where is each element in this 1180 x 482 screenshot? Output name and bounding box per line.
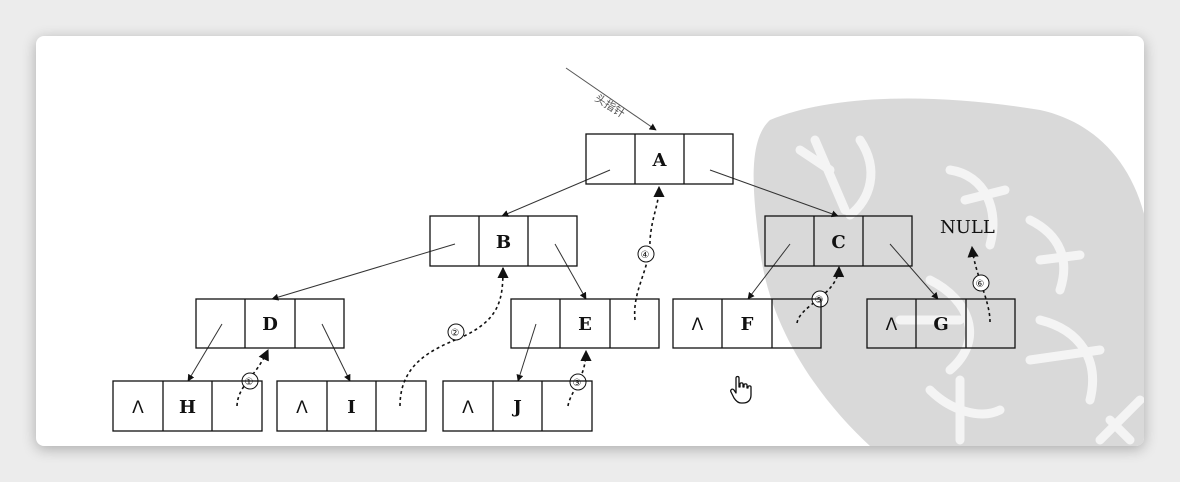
node-label: A (652, 150, 668, 171)
node-label: E (578, 314, 592, 335)
node-label: H (179, 397, 196, 418)
edge-a-c (709, 169, 839, 218)
tree-node-d: D (195, 298, 345, 349)
null-marker: Λ (462, 398, 474, 418)
edge-d-i (321, 323, 351, 382)
edge-c-g (889, 243, 939, 300)
edge-a-b (501, 169, 611, 217)
tree-node-b: B (429, 215, 578, 267)
null-marker: Λ (132, 398, 144, 418)
svg-text:⑥: ⑥ (976, 279, 985, 290)
null-marker: Λ (692, 315, 704, 335)
thread-marker-4: ④ (637, 245, 655, 263)
thread-marker-3: ③ (569, 373, 587, 391)
tree-node-f: Λ F (672, 298, 822, 349)
edge-c-f (747, 243, 791, 300)
node-label: F (741, 314, 754, 335)
node-label: C (831, 232, 845, 253)
svg-text:③: ③ (573, 378, 582, 389)
tree-node-e: E (510, 298, 660, 349)
diagram-card: 头指针 ① ② ③ ④ ⑤ ⑥ NULL A (36, 36, 1144, 446)
edge-b-d (271, 243, 456, 301)
tree-node-i: Λ I (276, 380, 427, 432)
threaded-tree-diagram: 头指针 ① ② ③ ④ ⑤ ⑥ NULL A (112, 67, 1144, 446)
node-label: D (262, 314, 278, 335)
node-label: J (511, 397, 522, 418)
hand-pointer-icon (730, 375, 752, 404)
thread-markers: ① ② ③ ④ ⑤ ⑥ (241, 245, 990, 391)
tree-node-j: Λ J (442, 380, 593, 432)
head-pointer: 头指针 (565, 67, 657, 131)
node-label: I (347, 397, 355, 418)
head-pointer-label: 头指针 (592, 91, 627, 121)
tree-node-c: C (764, 215, 913, 267)
svg-text:①: ① (245, 377, 254, 388)
svg-text:②: ② (451, 328, 460, 339)
node-label: G (933, 314, 948, 335)
edge-b-e (554, 243, 587, 300)
child-links (187, 169, 939, 382)
edge-d-h (187, 323, 223, 382)
edge-e-j (516, 323, 537, 382)
null-label: NULL (940, 217, 995, 238)
thread-marker-6: ⑥ (972, 274, 990, 292)
svg-text:⑤: ⑤ (815, 295, 824, 306)
tree-node-a: A (585, 133, 734, 185)
tree-node-g: Λ G (866, 298, 1016, 349)
null-marker: Λ (886, 315, 898, 335)
watermark-seal (753, 98, 1144, 446)
svg-text:④: ④ (641, 250, 650, 261)
null-marker: Λ (296, 398, 308, 418)
thread-marker-2: ② (447, 323, 465, 341)
node-label: B (496, 232, 511, 253)
thread-h-d (236, 348, 269, 407)
tree-node-h: Λ H (112, 380, 263, 432)
